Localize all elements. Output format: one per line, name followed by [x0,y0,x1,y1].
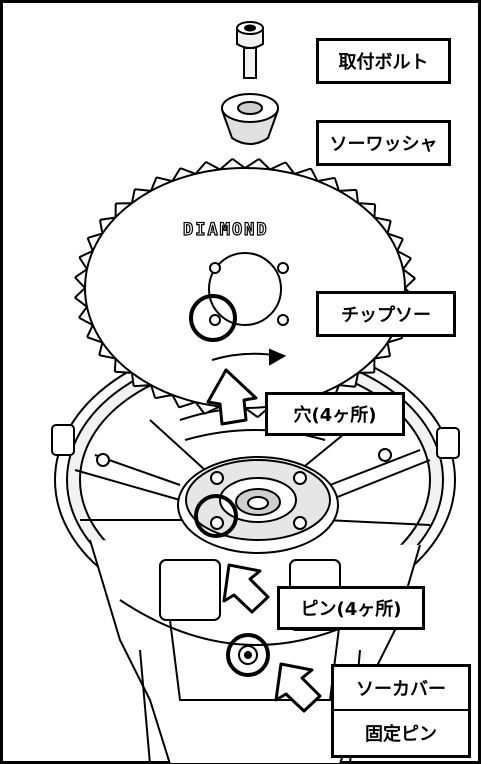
arrow-pin-icon [222,563,270,614]
mounting-bolt [236,21,264,79]
blade-logo: DIAMOND [182,219,269,240]
label-fixing-pin: 固定ピン [365,724,437,745]
highlight-circles [189,294,270,677]
label-mounting-bolt: 取付ボルト [316,38,451,84]
label-chip-saw: チップソー [316,291,456,337]
hub-flange [177,456,339,554]
label-saw-cover: ソーカバー [334,667,468,711]
pin-details [238,645,258,665]
label-pin: ピン(4ヶ所) [277,586,425,630]
arrow-cover-pin-icon [274,662,322,713]
pointer-arrows [206,368,322,713]
label-saw-washer: ソーワッシャ [316,120,451,166]
chip-saw-blade [74,158,416,418]
label-saw-cover-pin: ソーカバー 固定ピン [331,664,471,758]
saw-washer [221,93,279,145]
arrow-hole-icon [206,368,258,426]
label-hole: 穴(4ヶ所) [265,392,405,436]
